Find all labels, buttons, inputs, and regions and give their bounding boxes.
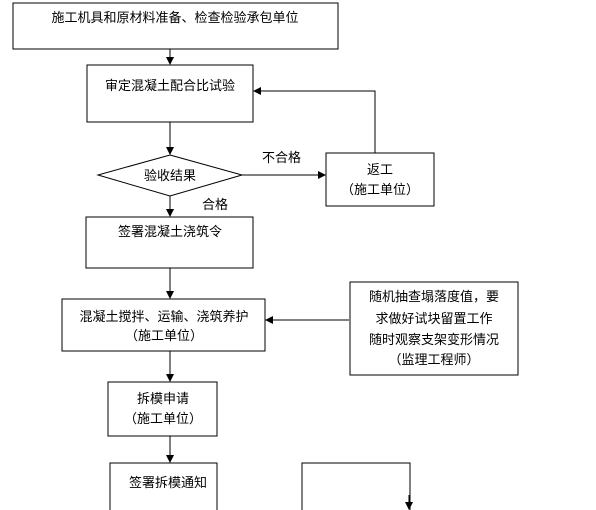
fail-label: 不合格: [262, 150, 301, 166]
prepare-text: 施工机具和原材料准备、检查检验承包单位: [51, 10, 298, 26]
remove-request-box: [107, 381, 218, 437]
remove-request-text-1: 拆模申请: [137, 392, 189, 407]
pour-text-1: 混凝土搅拌、运输、浇筑养护: [79, 309, 248, 325]
pour-box: [61, 298, 266, 352]
mix-test-box: [86, 64, 254, 123]
bottom-right-box: [301, 462, 411, 510]
prepare-box: [12, 2, 339, 50]
pass-label: 合格: [202, 197, 228, 213]
supervise-text-2: 求做好试块留置工作: [375, 312, 492, 327]
check-result-text: 验收结果: [144, 168, 196, 184]
rework-text-1: 返工: [367, 163, 393, 178]
remove-request-text-2: （施工单位）: [124, 412, 202, 427]
sign-pour-box: [85, 216, 254, 269]
rework-box: [325, 152, 435, 207]
supervise-text-3: 随时观察支架变形情况: [369, 332, 499, 348]
sign-remove-box: [109, 462, 218, 510]
supervise-text-4: （监理工程师）: [388, 353, 479, 368]
mix-test-text: 审定混凝土配合比试验: [105, 78, 235, 94]
arrow-rework-to-mix: [253, 87, 376, 153]
sign-pour-text: 签署混凝土浇筑令: [118, 224, 222, 240]
pour-text-2: （施工单位）: [125, 329, 203, 344]
supervise-text-1: 随机抽查塌落度值，要: [369, 289, 499, 305]
supervise-box: [349, 281, 519, 376]
rework-text-2: （施工单位）: [341, 183, 419, 198]
sign-remove-text: 签署拆模通知: [129, 475, 207, 491]
